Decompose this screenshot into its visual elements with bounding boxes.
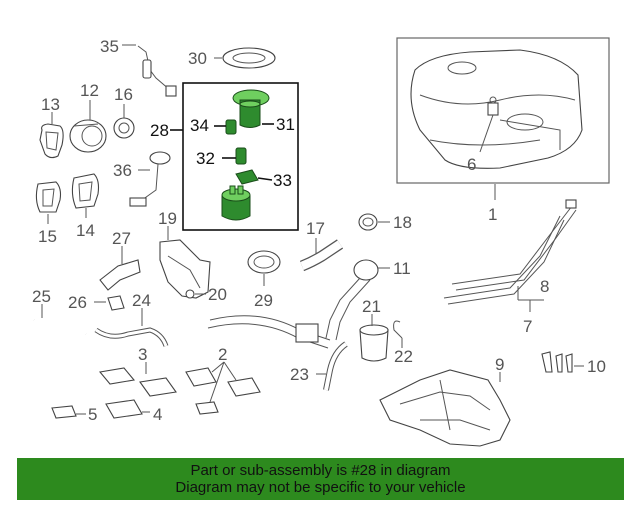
sender-cover-16[interactable] [113, 117, 135, 139]
callout-34[interactable]: 34 [190, 116, 209, 135]
callout-18[interactable]: 18 [393, 213, 412, 232]
callout-7[interactable]: 7 [523, 317, 532, 336]
hose-25[interactable] [32, 318, 88, 335]
hose-23[interactable] [323, 341, 348, 391]
callout-28[interactable]: 28 [150, 121, 169, 140]
level-sensor-36[interactable] [129, 151, 171, 207]
callout-2[interactable]: 2 [218, 345, 227, 364]
notice-line-1: Part or sub-assembly is #28 in diagram [190, 462, 451, 479]
hose-24[interactable] [94, 327, 169, 347]
callout-35[interactable]: 35 [100, 37, 119, 56]
fuel-filter-21[interactable] [359, 324, 389, 362]
hose-clip-22[interactable] [393, 320, 403, 339]
gasket-13[interactable] [39, 123, 64, 159]
clip-26[interactable] [107, 295, 125, 311]
fuel-pump-flange-31[interactable] [232, 89, 270, 128]
fuel-tank-frame [396, 37, 610, 184]
callout-26[interactable]: 26 [68, 293, 87, 312]
heat-shield-19[interactable] [159, 239, 211, 299]
fuel-pump-connector-34[interactable] [225, 119, 237, 135]
filler-neck-11[interactable] [207, 259, 379, 349]
callout-4[interactable]: 4 [153, 405, 162, 424]
filler-hose-17[interactable] [299, 239, 344, 272]
callout-8[interactable]: 8 [540, 277, 549, 296]
callout-16[interactable]: 16 [114, 85, 133, 104]
callout-23[interactable]: 23 [290, 365, 309, 384]
fuel-pump-canister[interactable] [221, 185, 251, 221]
callout-27[interactable]: 27 [112, 229, 131, 248]
ring-29[interactable] [247, 250, 281, 274]
callout-24[interactable]: 24 [132, 291, 151, 310]
gasket-15[interactable] [35, 181, 62, 213]
fuel-pump-assembly-frame[interactable] [182, 82, 299, 231]
fuel-pump-motor-32[interactable] [235, 147, 247, 165]
callout-14[interactable]: 14 [76, 221, 95, 240]
callout-19[interactable]: 19 [158, 209, 177, 228]
fuel-pump-bracket-33[interactable] [235, 169, 259, 185]
callout-1[interactable]: 1 [488, 205, 497, 224]
callout-5[interactable]: 5 [88, 405, 97, 424]
pad-5[interactable] [51, 405, 77, 419]
callout-22[interactable]: 22 [394, 347, 413, 366]
bolt-20[interactable] [185, 289, 195, 299]
cap-18[interactable] [358, 213, 378, 231]
gasket-14[interactable] [71, 173, 100, 209]
callout-15[interactable]: 15 [38, 227, 57, 246]
callout-36[interactable]: 36 [113, 161, 132, 180]
callout-29[interactable]: 29 [254, 291, 273, 310]
lock-ring-30[interactable] [222, 47, 276, 69]
callout-11[interactable]: 11 [393, 259, 411, 278]
callout-31[interactable]: 31 [276, 115, 295, 134]
callout-33[interactable]: 33 [273, 171, 292, 190]
parts-diagram: 6 1 28 31 34 32 33 30 [32, 37, 610, 447]
filler-cap-12[interactable] [69, 119, 107, 153]
callout-9[interactable]: 9 [495, 355, 504, 374]
pad-4[interactable] [105, 399, 143, 419]
callout-32[interactable]: 32 [196, 149, 215, 168]
callout-25[interactable]: 25 [32, 287, 51, 306]
tank-strap-8[interactable] [443, 199, 577, 305]
sensor-harness-35[interactable] [137, 45, 177, 97]
protector-pad-2[interactable] [185, 367, 261, 415]
protector-pad-3[interactable] [98, 367, 177, 397]
tank-protector-9[interactable] [379, 369, 511, 447]
callout-30[interactable]: 30 [188, 49, 207, 68]
notice-line-2: Diagram may not be specific to your vehi… [175, 479, 466, 496]
bolts-10[interactable] [541, 351, 573, 373]
callout-3[interactable]: 3 [138, 345, 147, 364]
callout-13[interactable]: 13 [41, 95, 60, 114]
callout-12[interactable]: 12 [80, 81, 99, 100]
callout-6[interactable]: 6 [467, 155, 476, 174]
bracket-27[interactable] [99, 259, 141, 291]
callout-20[interactable]: 20 [208, 285, 227, 304]
callout-10[interactable]: 10 [587, 357, 606, 376]
callout-21[interactable]: 21 [362, 297, 381, 316]
notice-banner: Part or sub-assembly is #28 in diagram D… [17, 458, 624, 500]
callout-17[interactable]: 17 [306, 219, 325, 238]
